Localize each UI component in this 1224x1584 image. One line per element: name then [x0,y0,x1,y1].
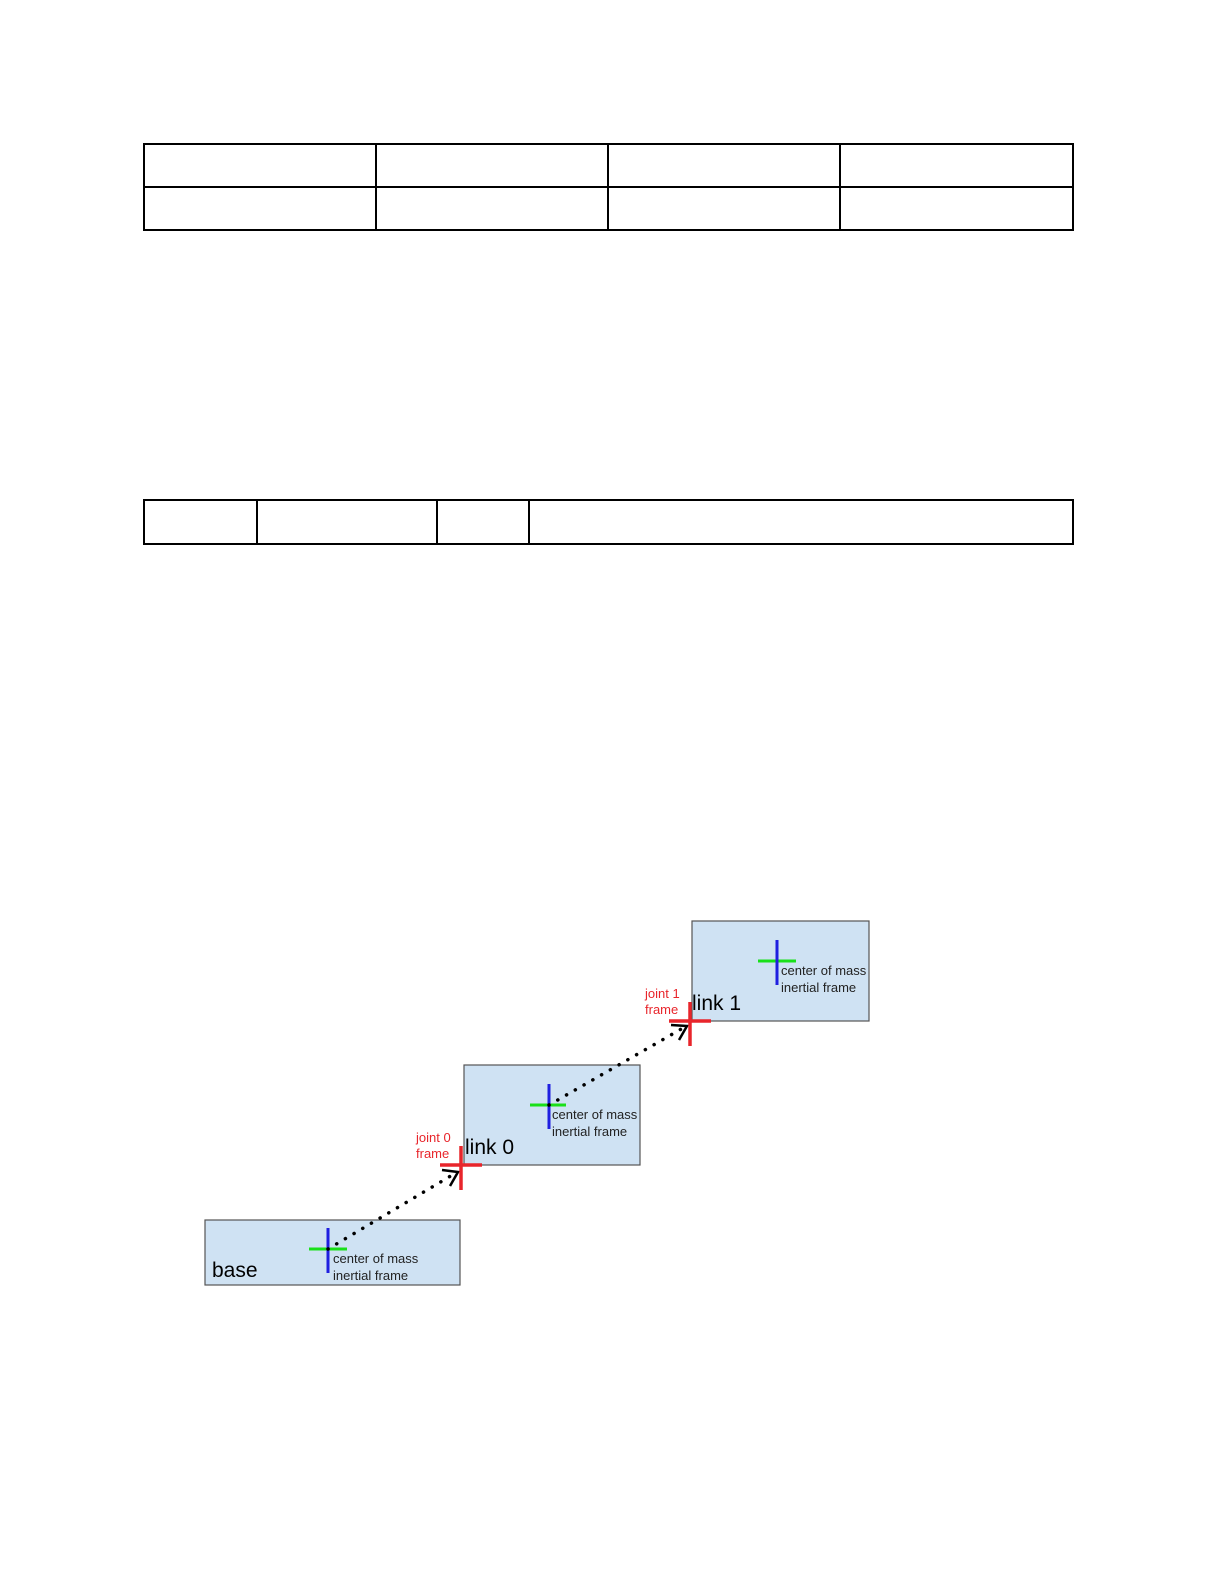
com-label-line1: center of mass [781,963,867,978]
table-cell [256,499,438,545]
connector-base-to-joint-0 [326,1168,461,1251]
empty-table-top [143,143,1074,231]
empty-table-middle [143,499,1074,545]
table-cell [143,143,377,188]
joint-0-label-line1: joint 0 [415,1130,451,1145]
table-cell [436,499,530,545]
link-0: link 0 center of mass inertial frame [463,1064,641,1166]
base-box [204,1219,461,1286]
table-cell [607,143,841,188]
table-cell [143,499,258,545]
dotted-connector [326,1172,456,1251]
com-label-line2: inertial frame [781,980,856,995]
joint-0-label-line2: frame [416,1146,449,1161]
table-cell [607,186,841,231]
table-cell [839,143,1074,188]
table-row [143,499,1074,545]
com-label-line2: inertial frame [552,1124,627,1139]
joint-1-label-line2: frame [645,1002,678,1017]
table-row [143,186,1074,231]
link-1-box [691,920,870,1022]
joint-0: joint 0 frame [415,1130,482,1190]
link-base: base center of mass inertial frame [204,1219,461,1286]
table-cell [839,186,1074,231]
table-cell [528,499,1074,545]
table-cell [375,143,609,188]
arrow-head-icon [670,1023,690,1041]
table-cell [375,186,609,231]
link-1-label: link 1 [692,992,741,1015]
table-cell [143,186,377,231]
table-row [143,143,1074,188]
link-0-label: link 0 [465,1136,514,1159]
joint-1: joint 1 frame [644,986,711,1046]
com-label-line1: center of mass [552,1107,638,1122]
com-label-line1: center of mass [333,1251,419,1266]
link-1: link 1 center of mass inertial frame [691,920,870,1022]
arrow-head-icon [441,1168,461,1187]
base-label: base [212,1259,258,1282]
com-label-line2: inertial frame [333,1268,408,1283]
link-0-box [463,1064,641,1166]
joint-1-label-line1: joint 1 [644,986,680,1001]
connector-link-0-to-joint-1 [547,1023,690,1107]
